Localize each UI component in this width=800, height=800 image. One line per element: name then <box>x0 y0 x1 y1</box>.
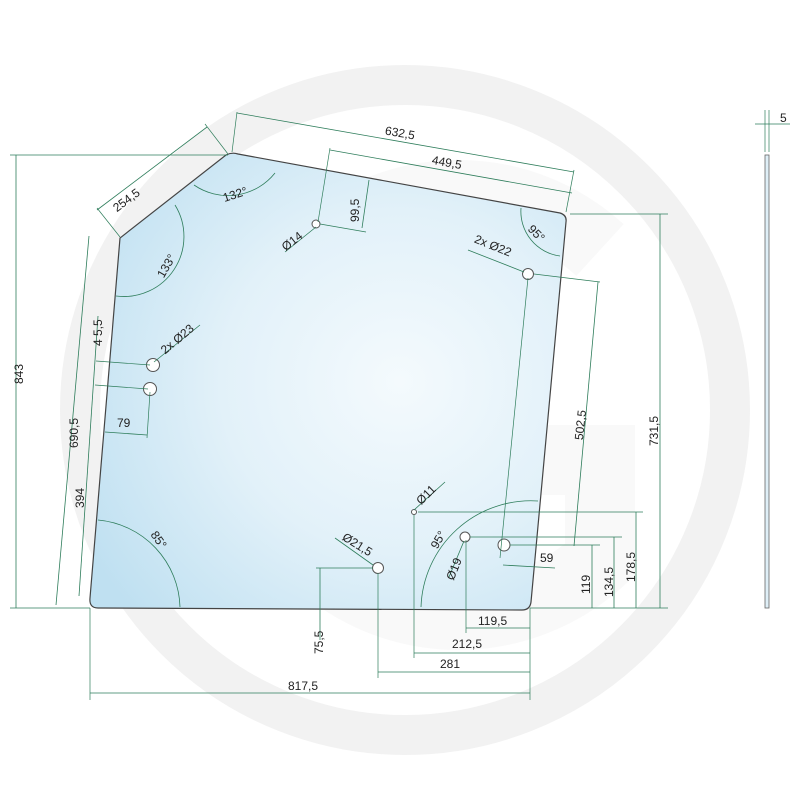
hole-19 <box>459 531 471 543</box>
hole-21 <box>372 562 384 574</box>
hole-11 <box>411 509 417 515</box>
dim-178: 178,5 <box>624 552 638 582</box>
dim-left-lower: 394 <box>73 488 87 508</box>
dim-left-hole-inset: 79 <box>117 416 131 430</box>
dim-212-5: 212,5 <box>452 637 482 651</box>
dim-right-hole-height: 502,5 <box>572 409 589 441</box>
dim-119: 119 <box>579 575 593 594</box>
dim-top-edge: 632,5 <box>384 124 416 143</box>
holes <box>143 219 534 574</box>
hole-22 <box>522 268 534 280</box>
dim-right-edge: 731,5 <box>647 416 661 446</box>
dim-75-5: 75,5 <box>312 630 326 654</box>
side-view <box>755 110 790 609</box>
glass-panel <box>89 152 567 611</box>
dim-hole-spacing: 4 5,5 <box>91 319 105 346</box>
dim-thickness: 5 <box>780 111 787 125</box>
dim-left-edge: 690,5 <box>67 418 81 448</box>
hole-14 <box>311 219 321 229</box>
dim-134: 134,5 <box>602 567 616 597</box>
dimension-lines <box>10 111 668 700</box>
dim-top-hole-offset: 449,5 <box>431 153 463 172</box>
dim-top-hole-depth: 99,5 <box>348 198 362 222</box>
dim-total-height: 843 <box>12 364 26 384</box>
dim-281: 281 <box>440 657 460 671</box>
hole-22-b <box>497 538 511 552</box>
dim-bottom-hole-inset: 59 <box>540 551 554 565</box>
dim-119-5: 119,5 <box>478 614 507 628</box>
dim-817-5: 817,5 <box>288 679 318 693</box>
